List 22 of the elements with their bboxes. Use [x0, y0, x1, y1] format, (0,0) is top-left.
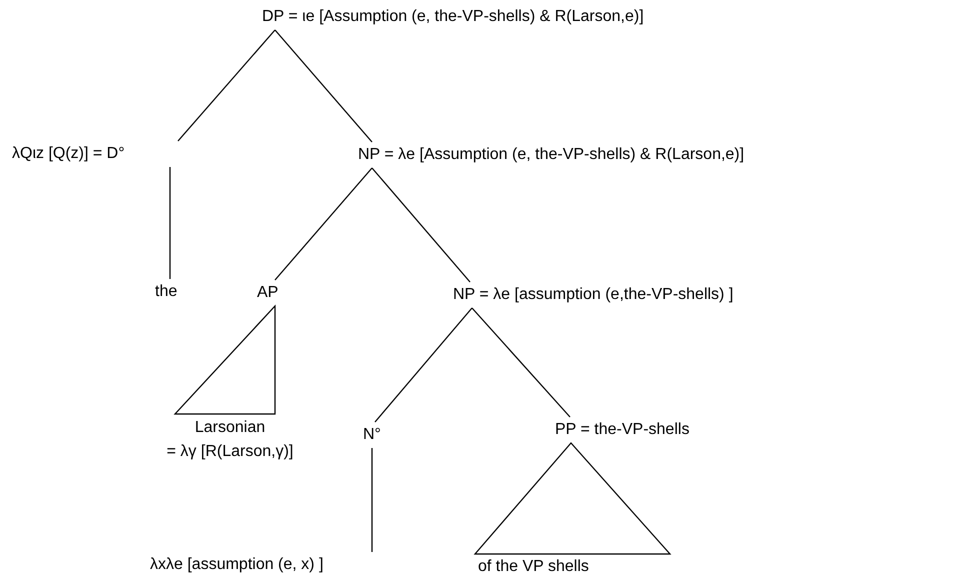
tree-branch [372, 168, 470, 282]
tree-node-label: Larsonian [194, 418, 266, 438]
tree-node-label: NP = λe [Assumption (e, the-VP-shells) & R(Larson,e)] [358, 144, 744, 166]
triangle-branch [474, 442, 672, 555]
tree-node-label: NP = λe [assumption (e,the-VP-shells) ] [453, 284, 734, 306]
tree-branch [169, 167, 171, 279]
tree-node-label: AP [257, 282, 278, 304]
tree-node-label: = λγ [R(Larson,γ)] [166, 442, 294, 462]
triangle-branch [174, 304, 276, 415]
tree-branch [274, 168, 372, 280]
tree-branch [274, 30, 372, 142]
tree-branch [371, 448, 373, 552]
tree-node-label: λQιz [Q(z)] = D° [12, 143, 125, 165]
tree-branch [472, 308, 570, 418]
tree-branch [178, 30, 276, 142]
tree-node-label: DP = ιe [Assumption (e, the-VP-shells) & R(Larson,e)] [262, 6, 644, 28]
tree-node-label: the [155, 281, 178, 303]
tree-node-label: N° [363, 424, 381, 446]
tree-node-label: PP = the-VP-shells [555, 419, 690, 441]
tree-branch [374, 308, 472, 422]
tree-node-label: of the VP shells [478, 556, 589, 578]
tree-node-label: λxλe [assumption (e, x) ] [150, 554, 324, 576]
